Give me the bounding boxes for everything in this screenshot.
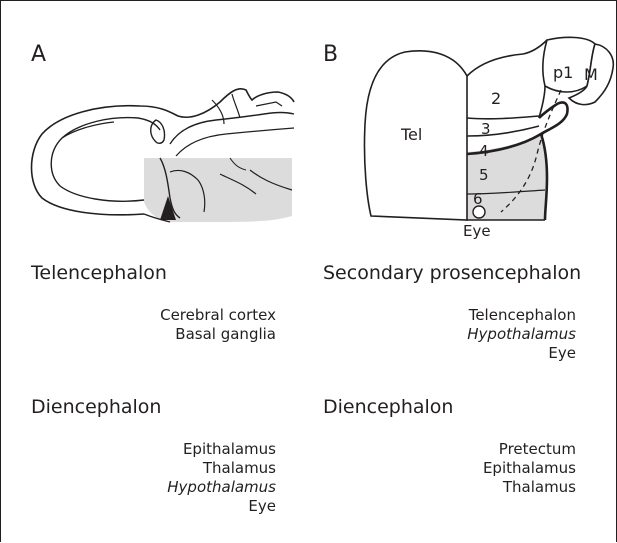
right-section2-item: Pretectum	[483, 440, 576, 459]
panel-b-eye-label: Eye	[463, 222, 491, 240]
right-section2-item: Epithalamus	[483, 459, 576, 478]
right-section1-list: Telencephalon Hypothalamus Eye	[467, 306, 576, 363]
panel-b-region-3-label: 3	[481, 120, 491, 138]
left-section2-item: Epithalamus	[167, 440, 276, 459]
panel-b-region-6-label: 6	[473, 190, 483, 208]
left-section1-item: Cerebral cortex	[160, 306, 276, 325]
panel-b-m-label: M	[584, 65, 598, 84]
right-section1-title: Secondary prosencephalon	[323, 262, 581, 284]
right-section2-item: Thalamus	[483, 478, 576, 497]
panel-b-tel-label: Tel	[400, 125, 422, 144]
left-section2-item: Hypothalamus	[167, 478, 276, 497]
left-section2-list: Epithalamus Thalamus Hypothalamus Eye	[167, 440, 276, 516]
left-section2-item: Eye	[167, 497, 276, 516]
panel-b-region-2-label: 2	[491, 89, 501, 108]
panel-b-region-5-label: 5	[479, 166, 489, 184]
left-section2-title: Diencephalon	[31, 396, 161, 418]
right-section2-title: Diencephalon	[323, 396, 453, 418]
left-section2-item: Thalamus	[167, 459, 276, 478]
left-section1-title: Telencephalon	[31, 262, 167, 284]
left-section1-item: Basal ganglia	[160, 325, 276, 344]
panel-b-p1-label: p1	[553, 63, 573, 82]
right-section1-item: Hypothalamus	[467, 325, 576, 344]
panel-a-label: A	[31, 42, 46, 67]
right-section1-item: Eye	[467, 344, 576, 363]
right-section1-item: Telencephalon	[467, 306, 576, 325]
panel-a-inner-contour	[51, 118, 160, 202]
panel-b-label: B	[323, 42, 338, 67]
panel-a-small-vesicle	[151, 120, 165, 143]
panel-b-drawing: Tel p1 M 2 3 4 5 6 Eye	[355, 34, 615, 248]
panel-b-region-4-label: 4	[479, 142, 489, 160]
left-section1-list: Cerebral cortex Basal ganglia	[160, 306, 276, 344]
panel-a-drawing	[20, 72, 305, 232]
right-section2-list: Pretectum Epithalamus Thalamus	[483, 440, 576, 497]
